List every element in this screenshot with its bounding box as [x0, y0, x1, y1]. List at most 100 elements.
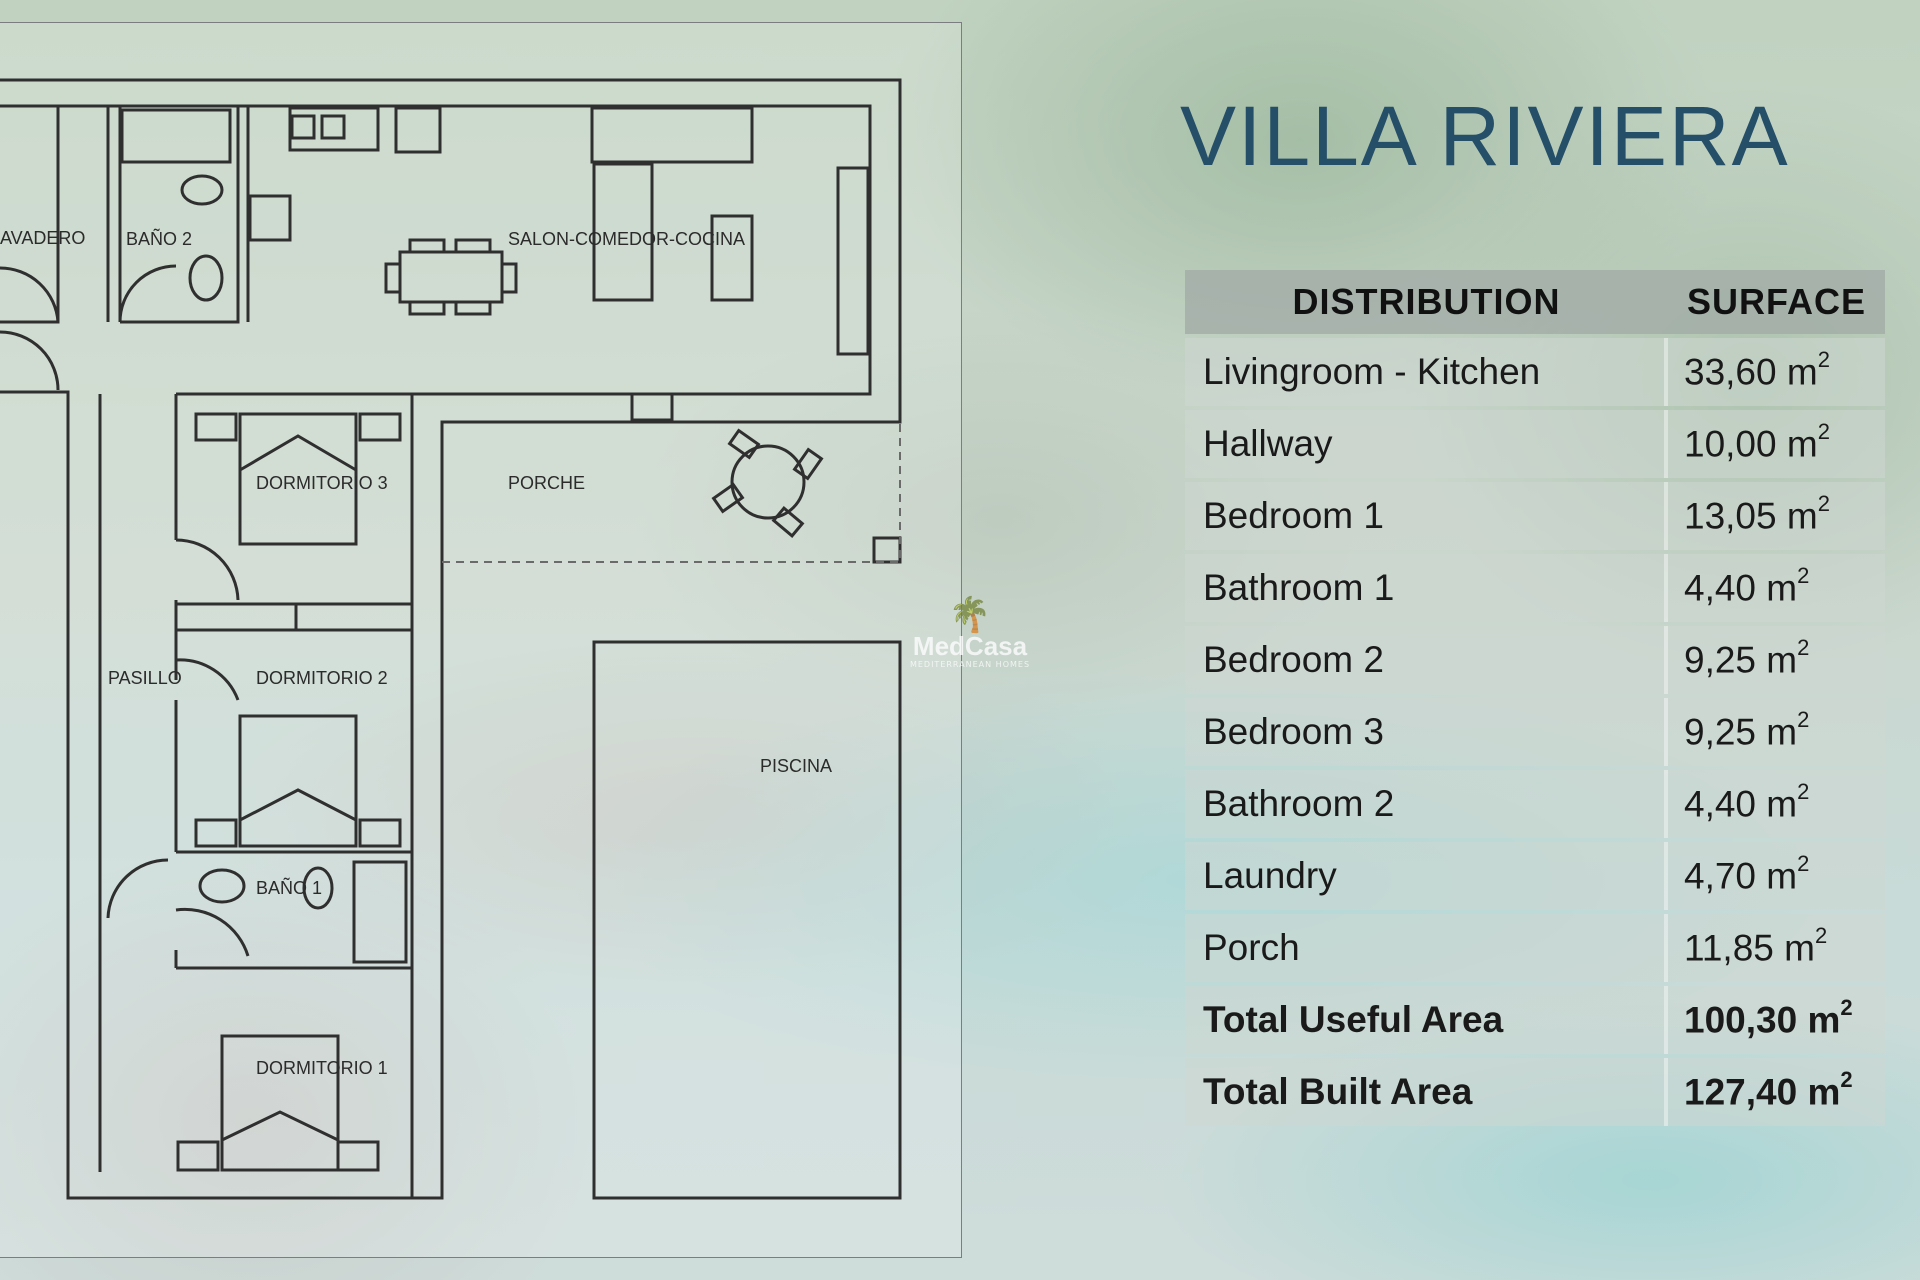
room-name: Bathroom 2 [1185, 770, 1668, 838]
surface-table: DISTRIBUTION SURFACE Livingroom - Kitche… [1185, 266, 1885, 1130]
label-piscina: PISCINA [760, 756, 832, 776]
surface-unit-exponent: 2 [1797, 778, 1810, 804]
door-bed3 [175, 538, 240, 601]
label-porche: PORCHE [508, 473, 585, 493]
header-surface: SURFACE [1668, 270, 1885, 334]
room-surface: 9,25 m2 [1668, 698, 1885, 766]
door-main [0, 330, 60, 391]
kitchen-counter [288, 106, 380, 152]
surface-value: 9,25 [1684, 639, 1757, 681]
wall-top-outer [0, 78, 902, 1200]
label-bano-1: BAÑO 1 [256, 877, 322, 898]
watermark-name: MedCasa [912, 631, 1028, 661]
bed-dormitorio-3 [238, 412, 358, 546]
sofa-side [592, 162, 654, 302]
room-surface: 13,05 m2 [1668, 482, 1885, 550]
pillar-2 [630, 392, 674, 422]
label-dormitorio-1: DORMITORIO 1 [256, 1058, 388, 1078]
room-name: Bedroom 1 [1185, 482, 1668, 550]
room-surface: 4,40 m2 [1668, 554, 1885, 622]
label-pasillo: PASILLO [108, 668, 182, 688]
watermark-sub: MEDITERRANEAN HOMES [909, 660, 1031, 669]
surface-unit: m [1766, 567, 1798, 609]
door-bath1b [175, 907, 250, 957]
room-surface: 100,30 m2 [1668, 986, 1885, 1054]
kitchen-sink-left [290, 114, 316, 140]
room-surface: 10,00 m2 [1668, 410, 1885, 478]
floor-plan-panel [0, 22, 962, 1258]
surface-value: 9,25 [1684, 711, 1757, 753]
surface-value: 13,05 [1684, 495, 1777, 537]
washbasin-bath1 [198, 868, 246, 904]
surface-unit: m [1766, 783, 1798, 825]
surface-unit-exponent: 2 [1797, 562, 1810, 588]
room-name: Bedroom 2 [1185, 626, 1668, 694]
room-surface: 9,25 m2 [1668, 626, 1885, 694]
label-lavadero: AVADERO [0, 228, 85, 248]
dining-table [398, 250, 504, 304]
room-name: Porch [1185, 914, 1668, 982]
door-bed2 [175, 658, 240, 701]
shower-bath1 [352, 860, 408, 964]
surface-unit-exponent: 2 [1817, 418, 1830, 444]
surface-unit-exponent: 2 [1840, 1066, 1853, 1092]
surface-unit: m [1786, 423, 1818, 465]
header-distribution: DISTRIBUTION [1185, 270, 1668, 334]
room-name: Bathroom 1 [1185, 554, 1668, 622]
washbasin-bath2 [188, 254, 224, 302]
surface-unit: m [1807, 1071, 1841, 1113]
surface-unit: m [1786, 351, 1818, 393]
surface-value: 127,40 [1684, 1071, 1798, 1113]
floor-plan: AVADERO BAÑO 2 SALON-COMEDOR-COCINA DORM… [0, 78, 902, 1200]
surface-unit: m [1766, 855, 1798, 897]
surface-unit-exponent: 2 [1797, 706, 1810, 732]
label-dormitorio-2: DORMITORIO 2 [256, 668, 388, 688]
porch-dashed [442, 422, 901, 563]
room-name: Hallway [1185, 410, 1668, 478]
room-surface: 127,40 m2 [1668, 1058, 1885, 1126]
surface-unit-exponent: 2 [1817, 490, 1830, 516]
terrace-table [730, 444, 806, 520]
toilet-bath1 [302, 866, 334, 910]
room-name: Livingroom - Kitchen [1185, 338, 1668, 406]
page-title: VILLA RIVIERA [1180, 89, 1790, 183]
surface-unit: m [1786, 495, 1818, 537]
surface-unit: m [1807, 999, 1841, 1041]
label-salon: SALON-COMEDOR-COCINA [508, 229, 745, 249]
wall-bath2 [106, 106, 240, 324]
toilet-bath2 [180, 174, 224, 206]
surface-unit: m [1766, 639, 1798, 681]
room-name: Total Built Area [1185, 1058, 1668, 1126]
room-name: Total Useful Area [1185, 986, 1668, 1054]
door-bath1 [106, 858, 169, 919]
kitchen-sink-right [320, 114, 346, 140]
surface-unit-exponent: 2 [1797, 850, 1810, 876]
surface-value: 100,30 [1684, 999, 1798, 1041]
surface-value: 10,00 [1684, 423, 1777, 465]
bed-dormitorio-2 [238, 714, 358, 848]
surface-unit-exponent: 2 [1814, 922, 1828, 948]
surface-unit-exponent: 2 [1840, 994, 1853, 1020]
room-surface: 4,40 m2 [1668, 770, 1885, 838]
palm-tree-icon: 🌴 [948, 595, 992, 635]
door-bath2 [118, 264, 177, 323]
door-laundry [0, 266, 60, 323]
pillar [872, 536, 902, 564]
surface-unit: m [1784, 927, 1815, 969]
surface-unit-exponent: 2 [1817, 346, 1830, 372]
wall-closet [176, 604, 412, 632]
tv-unit [836, 166, 870, 356]
room-name: Bedroom 3 [1185, 698, 1668, 766]
sofa-top [590, 106, 754, 164]
wall-top-inner [0, 104, 872, 396]
